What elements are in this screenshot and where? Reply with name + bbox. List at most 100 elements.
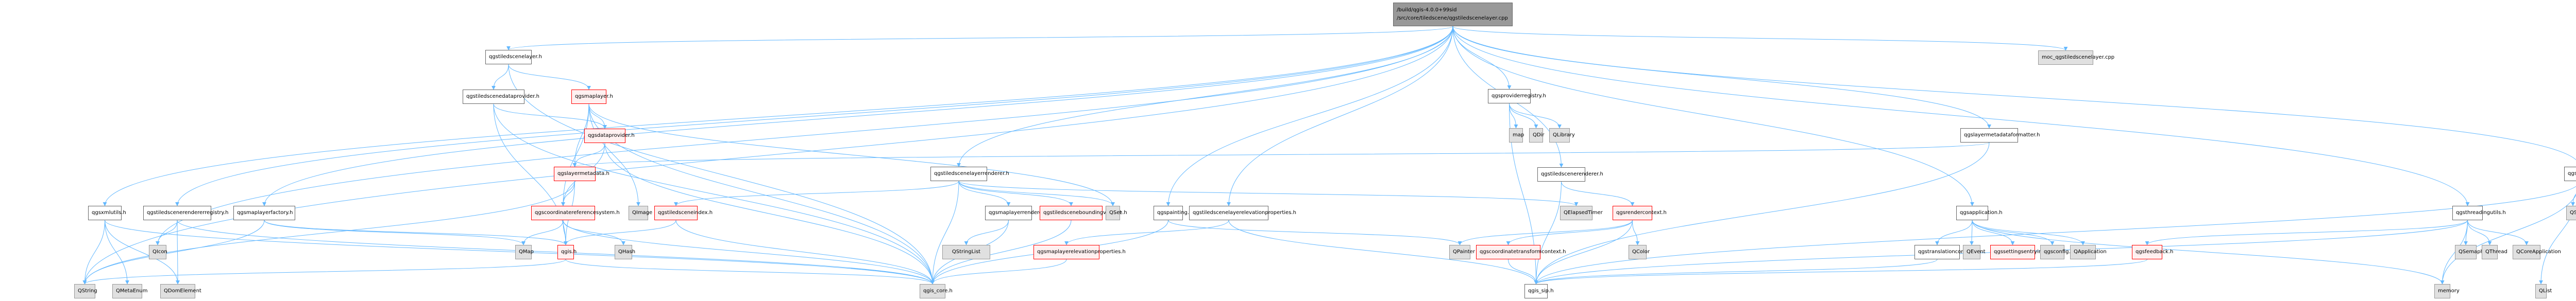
include-node-memory: memory (2434, 284, 2460, 298)
include-node-qset: QSet (1106, 206, 1122, 220)
include-node-qgsmaplayerelevationproperties-h[interactable]: qgsmaplayerelevationproperties.h (1033, 245, 1126, 259)
include-node-qgstiledscenelayerelevationproperties-h[interactable]: qgstiledscenelayerelevationproperties.h (1189, 206, 1296, 220)
edge-qgsruntimeprofiler_h-to-QStack (2571, 193, 2576, 206)
edge-root-to-qgsapplication_h (1452, 26, 1974, 206)
edge-root-to-qgsmaplayerfactory_h (262, 26, 1453, 206)
edge-qgsapplication_h-to-QApplication (1972, 220, 2085, 245)
include-node-qgstiledscenelayer-h[interactable]: qgstiledscenelayer.h (485, 50, 542, 64)
edge-root-to-qgsxmlutils_h (103, 26, 1453, 206)
edge-qgsxmlutils_h-to-QString (82, 220, 105, 285)
edge-qgsapplication_h-to-memory (1972, 220, 2445, 285)
edge-root-to-QString (82, 26, 1453, 285)
edge-qgsruntimeprofiler_h-to-QList (2539, 205, 2576, 285)
edge-qgsthreadingutils_h-to-QCoreApplication (2467, 220, 2529, 245)
edge-root-to-qgstiledscenelayerrenderer_h (957, 26, 1453, 167)
include-node-qelapsedtimer: QElapsedTimer (1560, 206, 1603, 220)
edge-qgscoordinatereferencesystem_h-to-QHash (563, 220, 625, 245)
include-node-qgstiledscenerendererregistry-h[interactable]: qgstiledscenerendererregistry.h (143, 206, 229, 220)
edge-qgsrendercontext_h-to-QPainter (1458, 220, 1633, 245)
edge-qgstiledscenedataprovider_h-to-qgsdataprovider_h (493, 103, 607, 129)
edge-qgsdataprovider_h-to-qgslayermetadata_h (572, 143, 605, 167)
edge-qgstranslationcontext_h-to-qgis_sip_h (1534, 259, 1938, 285)
edge-qgsmaplayer_h-to-qgscoordinatereferencesystem_h (561, 103, 589, 206)
edge-root-to-qgstiledscenelayer_h (506, 26, 1453, 50)
edge-qgspainting_h-to-QPainter (1168, 220, 1462, 245)
include-node-qstring: QString (74, 284, 97, 298)
edge-qgstiledscenelayerrenderer_h-to-qgstiledsceneindex_h (674, 181, 959, 206)
edge-qgstiledscenelayer_h-to-qgstiledscenedataprovider_h (492, 64, 509, 90)
include-node-qmap: QMap (515, 245, 534, 259)
edge-qgslayermetadata_h-to-QString (82, 181, 575, 285)
include-node-qlibrary: QLibrary (1549, 128, 1575, 143)
edge-root-to-qgstiledscenerendererregistry_h (175, 26, 1453, 206)
include-node-qgstiledscenelayerrenderer-h[interactable]: qgstiledscenelayerrenderer.h (930, 167, 1009, 181)
edge-qgstiledscenerendererregistry_h-to-qgis_core_h (177, 220, 935, 285)
include-node-qgslayermetadataformatter-h[interactable]: qgslayermetadataformatter.h (1960, 128, 2040, 143)
edge-qgstiledsceneboundingvolume_h-to-qgis_core_h (930, 220, 1072, 285)
include-node-qgsthreadingutils-h[interactable]: qgsthreadingutils.h (2452, 206, 2506, 220)
include-node-qgssettingsentryimpl-h[interactable]: qgssettingsentryimpl.h (1990, 245, 2053, 259)
edge-qgstiledscenerenderer_h-to-qgsrendercontext_h (1561, 181, 1635, 206)
include-node-qstringlist: QStringList (942, 245, 990, 259)
include-node-qgstiledscenerenderer-h[interactable]: qgstiledscenerenderer.h (1537, 167, 1603, 182)
include-node-qgsruntimeprofiler-h[interactable]: qgsruntimeprofiler.h (2564, 167, 2576, 181)
include-node-qgsxmlutils-h[interactable]: qgsxmlutils.h (88, 206, 126, 220)
edge-qgsrendercontext_h-to-qgis_sip_h (1534, 220, 1633, 285)
edge-qgsdataprovider_h-to-qgis_core_h (604, 143, 935, 285)
include-node-qgstiledscenedataprovider-h[interactable]: qgstiledscenedataprovider.h (463, 90, 539, 104)
include-node-qgsfeedback-h[interactable]: qgsfeedback.h (2132, 245, 2173, 259)
include-node-qgsdataprovider-h[interactable]: qgsdataprovider.h (584, 129, 635, 143)
include-node-qgis-core-h: qgis_core.h (920, 284, 953, 298)
include-node-qcoreapplication: QCoreApplication (2513, 245, 2561, 259)
edge-root-to-QIcon (156, 26, 1453, 245)
include-node-qgstiledsceneboundingvolume-h[interactable]: qgstiledsceneboundingvolume.h (1040, 206, 1127, 220)
edge-qgsthreadingutils_h-to-QThread (2467, 220, 2492, 245)
include-node-qgsmaplayerrenderer-h[interactable]: qgsmaplayerrenderer.h (985, 206, 1049, 220)
include-node-qgis-h[interactable]: qgis.h (557, 245, 577, 259)
edge-qgsxmlutils_h-to-QMetaEnum (105, 220, 129, 285)
include-node-qgstranslationcontext-h[interactable]: qgstranslationcontext.h (1914, 245, 1979, 259)
include-node-qicon: QIcon (149, 245, 167, 259)
include-node-qgsproviderregistry-h[interactable]: qgsproviderregistry.h (1488, 89, 1546, 103)
include-node-qgspainting-h[interactable]: qgspainting.h (1154, 206, 1192, 220)
include-node-qgsapplication-h[interactable]: qgsapplication.h (1956, 206, 2003, 220)
edge-qgsmaplayerfactory_h-to-QMap (264, 220, 526, 245)
edge-qgscoordinatereferencesystem_h-to-QMap (521, 220, 564, 245)
include-node-qimage: QImage (629, 206, 652, 220)
include-node-qgscoordinatetransformcontext-h[interactable]: qgscoordinatetransformcontext.h (1476, 245, 1566, 259)
include-node-qapplication: QApplication (2070, 245, 2107, 259)
include-node-qgslayermetadata-h[interactable]: qgslayermetadata.h (554, 167, 609, 181)
edge-qgis_h-to-QString (82, 259, 566, 285)
edge-qgstiledscenerendererregistry_h-to-QDomElement (175, 220, 180, 285)
include-node-qgsmaplayerfactory-h[interactable]: qgsmaplayerfactory.h (233, 206, 295, 220)
include-node-moc: moc_qgstiledscenelayer.cpp (2038, 50, 2114, 65)
edge-qgsmaplayer_h-to-QSet (588, 103, 1115, 206)
edge-root-to-qgspainting_h (1166, 26, 1453, 206)
edge-qgstiledscenelayer_h-to-qgsmaplayer_h (508, 64, 591, 90)
include-node-qgsrendercontext-h[interactable]: qgsrendercontext.h (1613, 206, 1667, 220)
include-node-qmetaenum: QMetaEnum (112, 284, 147, 298)
include-node-qgscoordinatereferencesystem-h[interactable]: qgscoordinatereferencesystem.h (531, 206, 620, 220)
edge-root-to-qgsruntimeprofiler_h (1452, 26, 2576, 161)
include-node-qstack: QStack (2566, 206, 2576, 220)
edge-qgsmaplayer_h-to-QImage (588, 103, 640, 206)
include-node-qgstiledsceneindex-h[interactable]: qgstiledsceneindex.h (654, 206, 713, 220)
edge-qgsfeedback_h-to-qgis_sip_h (1534, 259, 2147, 285)
edge-qgsproviderregistry_h-to-QLibrary (1509, 103, 1562, 129)
edge-qgsapplication_h-to-qgstranslationcontext_h (1935, 220, 1973, 245)
edge-qgsrendercontext_h-to-qgscoordinatetransformcontext_h (1506, 220, 1633, 245)
include-node-qgsmaplayer-h[interactable]: qgsmaplayer.h (571, 90, 613, 104)
edge-qgstiledscenelayerelevationproperties_h-to-qgsmaplayerelevationproperties_h (1064, 220, 1229, 245)
edge-qgslayermetadata_h-to-qgscoordinatereferencesystem_h (561, 181, 575, 206)
edge-qgis_h-to-qgis_core_h (565, 259, 935, 285)
include-node-qpainter: QPainter (1449, 245, 1475, 259)
edge-qgstiledscenelayerrenderer_h-to-qgstiledsceneboundingvolume_h (958, 181, 1073, 206)
include-node-qgis-sip-h[interactable]: qgis_sip.h (1524, 284, 1554, 298)
edge-qgsruntimeprofiler_h-to-qgis_sip_h (1534, 186, 2576, 285)
edge-qgslayermetadataformatter_h-to-qgslayermetadata_h (573, 142, 1990, 167)
include-node-qdir: QDir (1529, 128, 1544, 143)
include-node-qgsconfig-h: qgsconfig.h (2040, 245, 2074, 259)
edge-qgstiledscenedataprovider_h-to-qgis_core_h (493, 103, 935, 285)
edge-qgstiledscenelayer_h-to-qgis_core_h (508, 64, 935, 285)
